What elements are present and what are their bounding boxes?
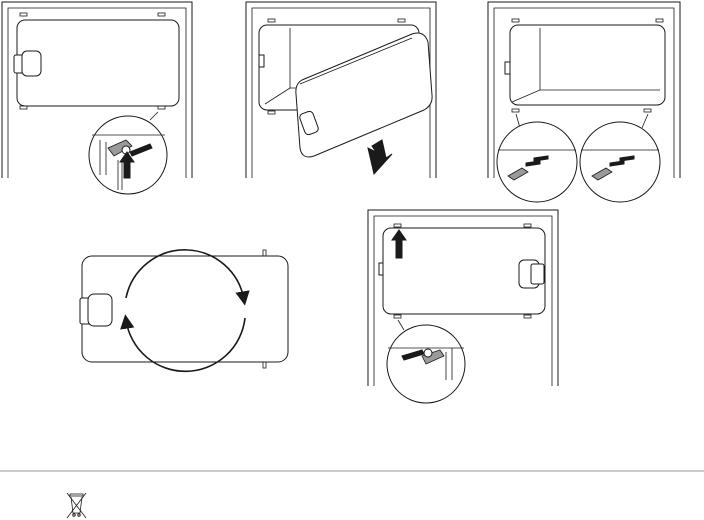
hinge-detail-circle [387, 325, 465, 403]
pull-down-arrow-icon [368, 140, 392, 174]
step-5-refit-door [368, 210, 558, 403]
hinge-detail-left [497, 122, 577, 202]
weee-bin-icon [67, 493, 86, 518]
step-1-remove-hinge [2, 2, 192, 194]
door-handle [531, 264, 544, 284]
door-panel [82, 256, 288, 362]
hinge-detail-right [580, 122, 660, 202]
step-3-move-hinges [488, 2, 680, 202]
step-2-detach-door [246, 2, 436, 178]
hinge-detail-circle [89, 116, 167, 194]
door-handle [88, 294, 112, 326]
step-4-rotate-door [80, 250, 288, 371]
door-handle [22, 51, 41, 76]
